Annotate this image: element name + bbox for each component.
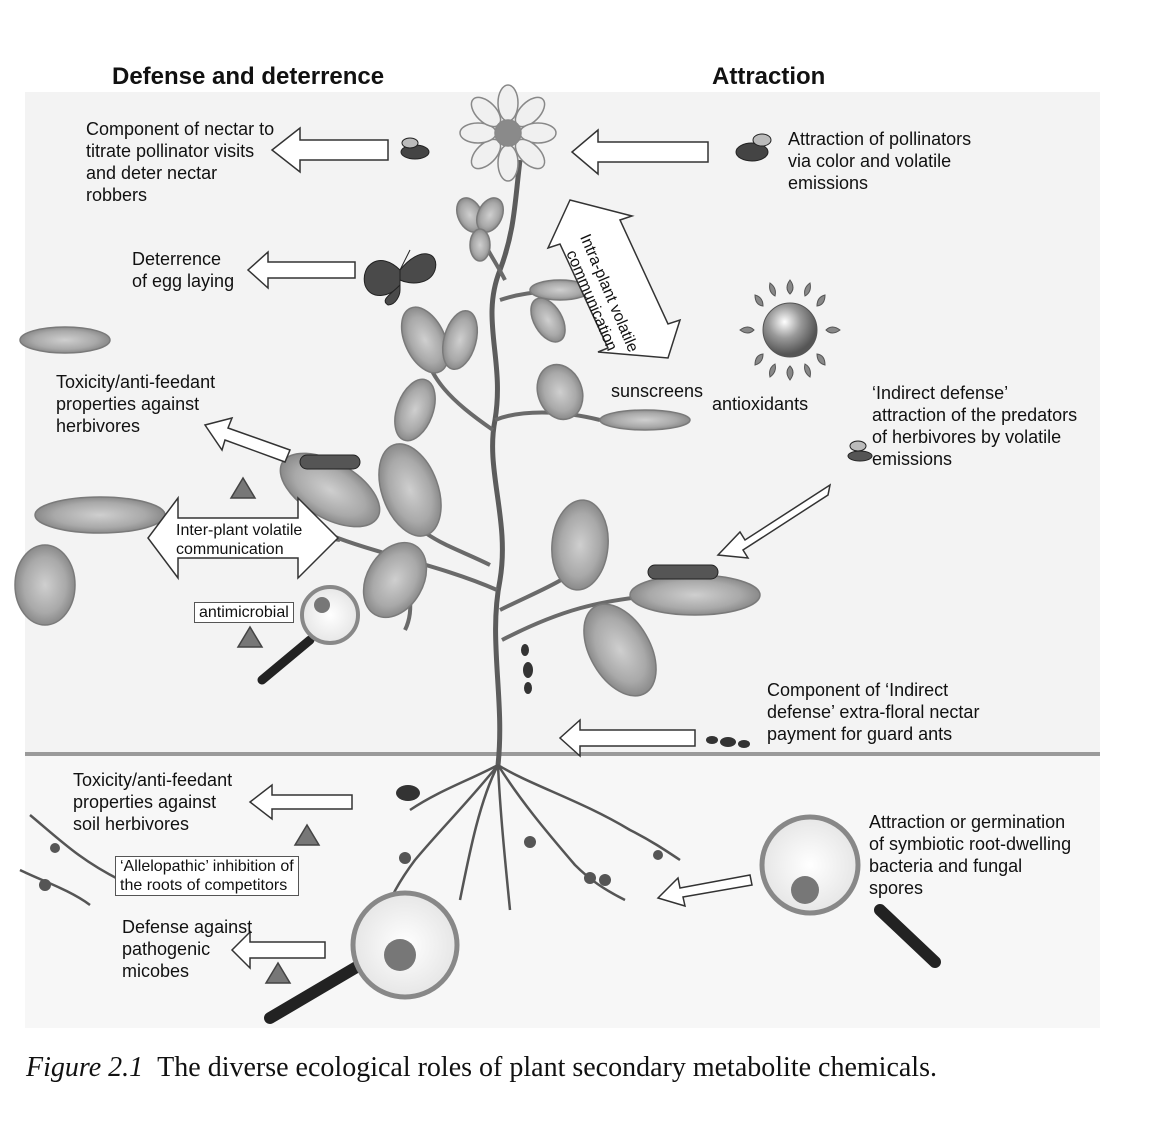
label-inter-plant: Inter-plant volatile communication <box>176 522 303 558</box>
caterpillar-icon <box>299 454 719 580</box>
arrow-indirect-defense <box>716 483 832 559</box>
arrows <box>147 126 832 970</box>
arrow-pollinators <box>570 128 709 176</box>
label-indirect-defense: ‘Indirect defense’ attraction of the pre… <box>872 383 1078 469</box>
caption-number: Figure 2.1 <box>26 1052 144 1083</box>
magnifier-icon <box>759 814 941 968</box>
magnifier-icon <box>257 585 360 685</box>
arrow-pathogenic <box>230 930 326 970</box>
arrow-inter-plant <box>147 495 340 581</box>
label-toxicity-herbivores: Toxicity/anti-feedant properties against… <box>56 372 216 436</box>
ant-icon <box>521 644 750 748</box>
leaves <box>14 197 761 697</box>
label-symbiotic: Attraction or germination of symbiotic r… <box>869 812 1072 898</box>
label-pollinators: Attraction of pollinators via color and … <box>788 129 972 193</box>
butterfly-icon <box>363 249 437 306</box>
arrow-egg-laying <box>246 250 356 290</box>
bee-icon <box>400 133 772 162</box>
beetle-icon <box>396 785 420 801</box>
arrow-nectar <box>270 126 389 174</box>
flower <box>459 84 557 182</box>
arrow-symbiotic <box>656 874 753 908</box>
caption-text: The diverse ecological roles of plant se… <box>157 1052 937 1083</box>
main-stem <box>489 159 523 766</box>
arrow-extrafloral <box>558 718 696 758</box>
figure-caption: Figure 2.1 The diverse ecological roles … <box>26 1052 937 1084</box>
label-antimicrobial: antimicrobial <box>194 602 294 623</box>
label-antioxidants: antioxidants <box>712 394 809 414</box>
heading-defense: Defense and deterrence <box>112 63 385 90</box>
label-extrafloral: Component of ‘Indirect defense’ extra-fl… <box>767 680 980 744</box>
wasp-icon <box>847 440 873 462</box>
heading-attraction: Attraction <box>712 63 826 90</box>
warning-triangle-icon <box>229 476 321 984</box>
roots <box>19 763 681 931</box>
arrow-soil-herbivores <box>248 783 353 821</box>
magnifier-icon <box>264 890 460 1024</box>
label-sunscreens: sunscreens <box>611 381 704 401</box>
label-pathogenic: Defense against pathogenic micobes <box>122 917 253 981</box>
arrow-toxicity <box>203 416 291 463</box>
label-allelopathic: ‘Allelopathic’ inhibition of the roots o… <box>115 856 299 896</box>
sun-icon <box>739 279 841 381</box>
label-egg-laying: Deterrence of egg laying <box>132 249 235 291</box>
root-nodules <box>39 836 663 891</box>
arrow-intra-plant <box>546 199 682 359</box>
label-soil-herbivores: Toxicity/anti-feedant properties against… <box>73 770 233 834</box>
label-nectar-component: Component of nectar to titrate pollinato… <box>86 119 275 205</box>
